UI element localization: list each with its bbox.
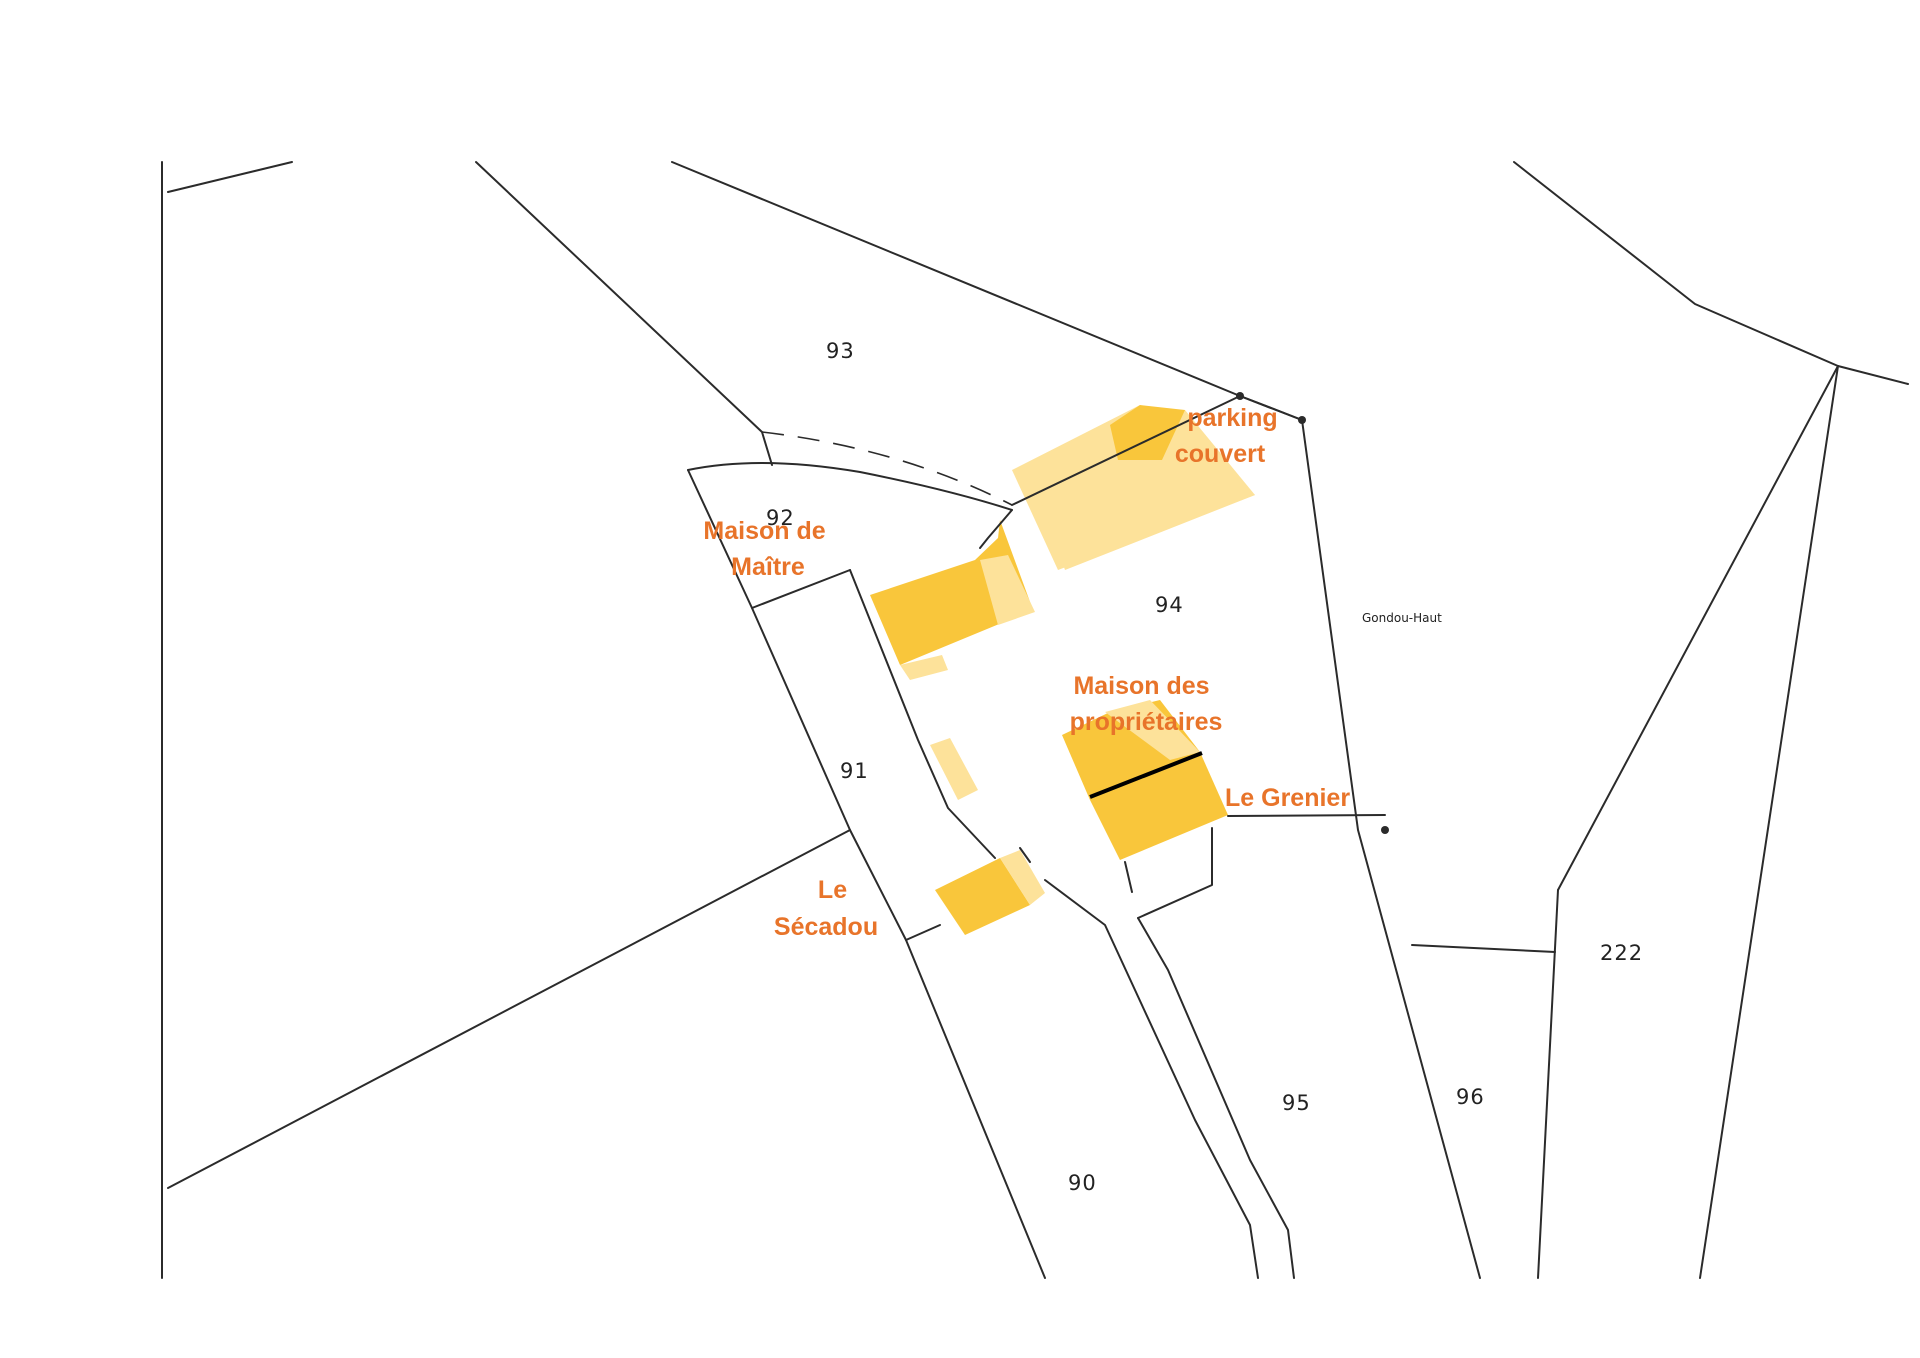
label-line: Sécadou	[774, 913, 878, 941]
boundary-line	[1239, 395, 1303, 421]
boundary-line	[1044, 879, 1259, 1279]
boundary-line	[1137, 827, 1213, 919]
boundary-line	[1537, 889, 1559, 1279]
building-le-secadou-dark	[935, 858, 1030, 935]
building-parking-couvert-dark	[1110, 405, 1185, 460]
label-le-secadou: Le Sécadou	[774, 876, 878, 941]
parcel-number-96: 96	[1456, 1085, 1485, 1109]
label-maison-de-maitre: Maison de Maître	[703, 517, 832, 581]
label-line: couvert	[1175, 440, 1266, 468]
dashed-path	[761, 431, 1013, 506]
place-name-gondou-haut: Gondou-Haut	[1362, 611, 1442, 625]
boundary-line	[1699, 365, 1839, 1279]
boundary-line	[1124, 861, 1133, 893]
building-maison-de-maitre-light2	[900, 655, 948, 680]
boundary-line	[1557, 365, 1839, 891]
label-line: Maison de	[703, 517, 825, 545]
boundary-line	[671, 161, 1303, 421]
survey-point	[1236, 392, 1244, 400]
label-line: Maître	[731, 553, 805, 581]
building-maison-de-maitre-light	[980, 555, 1035, 625]
parcel-boundaries	[161, 161, 1909, 1279]
building-parking-couvert-main	[1030, 410, 1255, 570]
label-line: Le Grenier	[1225, 784, 1350, 812]
boundary-line	[1011, 395, 1241, 506]
building-labels: Maison de Maître parking couvert Maison …	[703, 404, 1350, 941]
parcel-number-222: 222	[1600, 941, 1643, 965]
boundary-line	[1137, 917, 1295, 1279]
label-line: parking	[1187, 404, 1277, 432]
building-annex-light	[930, 738, 978, 800]
building-footprints	[870, 405, 1255, 935]
building-divider-line	[1089, 751, 1203, 799]
boundary-line	[1411, 944, 1556, 953]
label-parking-couvert: parking couvert	[1175, 404, 1285, 468]
parcel-number-93: 93	[826, 339, 855, 363]
survey-point	[1298, 416, 1306, 424]
parcel-number-90: 90	[1068, 1171, 1097, 1195]
boundary-line	[167, 161, 293, 193]
boundary-line	[687, 462, 1013, 511]
boundary-line	[751, 607, 1046, 1279]
building-maison-de-maitre-dark	[870, 520, 1033, 665]
boundary-line	[167, 829, 851, 1189]
label-maison-des-proprietaires: Maison des propriétaires	[1070, 672, 1223, 736]
survey-points	[1236, 392, 1389, 834]
parcel-number-94: 94	[1155, 593, 1184, 617]
boundary-line	[475, 161, 773, 466]
label-line: Maison des	[1073, 672, 1209, 700]
building-le-secadou-light	[1000, 850, 1045, 905]
boundary-line	[1301, 419, 1481, 1279]
parcel-number-92: 92	[766, 506, 795, 530]
boundary-line	[979, 509, 1013, 549]
label-line: propriétaires	[1070, 708, 1223, 736]
building-maison-des-proprietaires-light	[1105, 700, 1200, 760]
boundary-line	[1227, 814, 1386, 817]
boundary-line	[849, 569, 996, 859]
boundary-line	[905, 924, 941, 941]
boundary-line	[1019, 847, 1031, 863]
label-le-grenier: Le Grenier	[1225, 784, 1350, 812]
parcel-number-91: 91	[840, 759, 869, 783]
label-line: Le	[818, 876, 847, 904]
boundary-line	[1513, 161, 1909, 385]
parcel-numbers: 93 92 94 91 90 95 96 222	[766, 339, 1643, 1195]
parcel-number-95: 95	[1282, 1091, 1311, 1115]
survey-point	[1381, 826, 1389, 834]
